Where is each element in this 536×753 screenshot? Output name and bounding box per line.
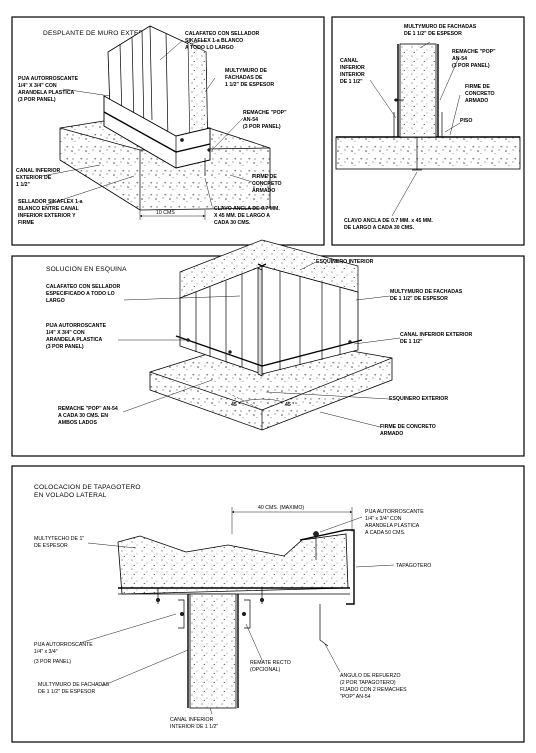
screw-icon <box>348 340 352 344</box>
screw-icon <box>259 597 265 603</box>
label-clavo: CLAVO ANCLA DE 0.7 MM. x 45 MM. DE LARGO… <box>344 218 434 231</box>
label-piso: PISO <box>460 118 472 124</box>
dimension-label: 40 CMS. (MAXIMO) <box>258 505 304 511</box>
label-clavo: CLAVO ANCLA DE 0.7 MM. X 45 MM. DE LARGO… <box>214 206 281 226</box>
label-canal: CANAL INFERIOR EXTERIOR DE 1 1/2" <box>16 168 62 188</box>
roof-panel <box>117 533 349 595</box>
label-esquinero-interior: ESQUINERO INTERIOR <box>316 259 374 265</box>
label-angulo: ANGULO DE REFUERZO (2 POR TAPAGOTERO) FI… <box>340 673 408 700</box>
label-multytecho: MULTYTECHO DE 1" DE ESPESOR <box>34 536 86 549</box>
screw-icon <box>180 138 184 142</box>
dimension-label: 10 CMS <box>156 210 175 216</box>
label-multymuro: MULTYMURO DE FACHADAS DE 1 1/2" DE ESPES… <box>225 68 274 88</box>
label-firme: FIRME DE CONCRETO ARMADO <box>465 84 496 104</box>
label-canal: CANAL INFERIOR INTERIOR DE 1 1/2" <box>170 717 218 730</box>
label-canal: CANAL INFERIOR INTERIOR DE 1 1/2" <box>340 58 366 85</box>
label-multymuro: MULTYMURO DE FACHADAS DE 1 1/2" DE ESPES… <box>390 289 464 302</box>
esquinero-interior <box>257 263 267 267</box>
panel-tapagotero: COLOCACION DE TAPAGOTERO EN VOLADO LATER… <box>11 465 525 743</box>
screw-icon <box>155 597 161 603</box>
label-remache: REMACHE "POP" AN-54 A CADA 30 CMS. EN AM… <box>58 406 119 426</box>
concrete-slab <box>335 136 521 170</box>
panel-solucion-esquina: SOLUCION EN ESQUINA ESQUINERO INTERIOR <box>11 239 525 457</box>
label-pija-top: PIJA AUTORROSCANTE 1/4" x 3/4" CON ARAND… <box>365 509 425 536</box>
label-pija: PIJA AUTORROSCANTE 1/4" X 3/4" CON ARAND… <box>18 76 80 103</box>
label-firme: FIRME DE CONCRETO ARMADO <box>252 174 283 194</box>
rivet-icon <box>207 148 211 152</box>
screw-icon <box>186 338 190 342</box>
panel-frame <box>331 16 525 246</box>
panel-frame <box>11 16 325 246</box>
label-pija-left: PIJA AUTORROSCANTE 1/4" x 3/4" (3 POR PA… <box>34 642 94 665</box>
label-tapagotero: TAPAGOTERO <box>396 563 431 569</box>
label-calafateo: CALAFATEO CON SELLADOR ESPECIFICADO A TO… <box>46 284 122 304</box>
screw-icon <box>228 350 232 354</box>
panel-title: DESPLANTE DE MURO EXTERIOR <box>43 30 156 37</box>
wall-section <box>399 43 437 138</box>
label-canal: CANAL INFERIOR EXTERIOR DE 1 1/2" <box>400 332 474 345</box>
label-remache: REMACHE "POP" AN-54 (3 POR PANEL) <box>243 110 288 130</box>
label-remache: REMACHE "POP" AN-54 (3 POR PANEL) <box>452 49 497 69</box>
angle-right: 45 ° <box>285 402 294 408</box>
label-calafateo: CALAFATEO CON SELLADOR SIKAFLEX 1-a BLAN… <box>185 31 261 51</box>
panel-frame <box>11 465 525 743</box>
angulo-refuerzo <box>319 604 329 647</box>
label-sellador: SELLADOR SIKAFLEX 1-a BLANCO ENTRE CANAL… <box>18 199 84 226</box>
panel-title: SOLUCION EN ESQUINA <box>46 266 127 273</box>
label-firme: FIRME DE CONCRETO ARMADO <box>380 424 437 437</box>
label-multymuro: MULTYMURO DE FACHADAS DE 1 1/2" DE ESPES… <box>38 682 111 695</box>
screw-icon <box>179 611 185 617</box>
angle-left: 45 ° <box>231 402 240 408</box>
panel-desplante: DESPLANTE DE MURO EXTERIOR 10 CMS <box>11 16 325 246</box>
label-pija: PIJA AUTORROSCANTE 1/4" X 3/4" CON ARAND… <box>46 323 108 350</box>
esquinero-exterior <box>257 267 263 377</box>
label-remate: REMATE RECTO (OPCIONAL) <box>250 660 292 673</box>
wall-section <box>189 593 237 709</box>
screw-icon <box>313 531 319 537</box>
screw-icon <box>241 611 247 617</box>
tapagotero <box>299 529 355 605</box>
label-esquinero-exterior: ESQUINERO EXTERIOR <box>389 396 448 402</box>
panel-title: COLOCACION DE TAPAGOTERO EN VOLADO LATER… <box>34 484 143 499</box>
label-multymuro: MULTYMURO DE FACHADAS DE 1 1/2" DE ESPES… <box>404 24 478 37</box>
panel-canal-interior: MULTYMURO DE FACHADAS DE 1 1/2" DE ESPES… <box>331 16 525 246</box>
